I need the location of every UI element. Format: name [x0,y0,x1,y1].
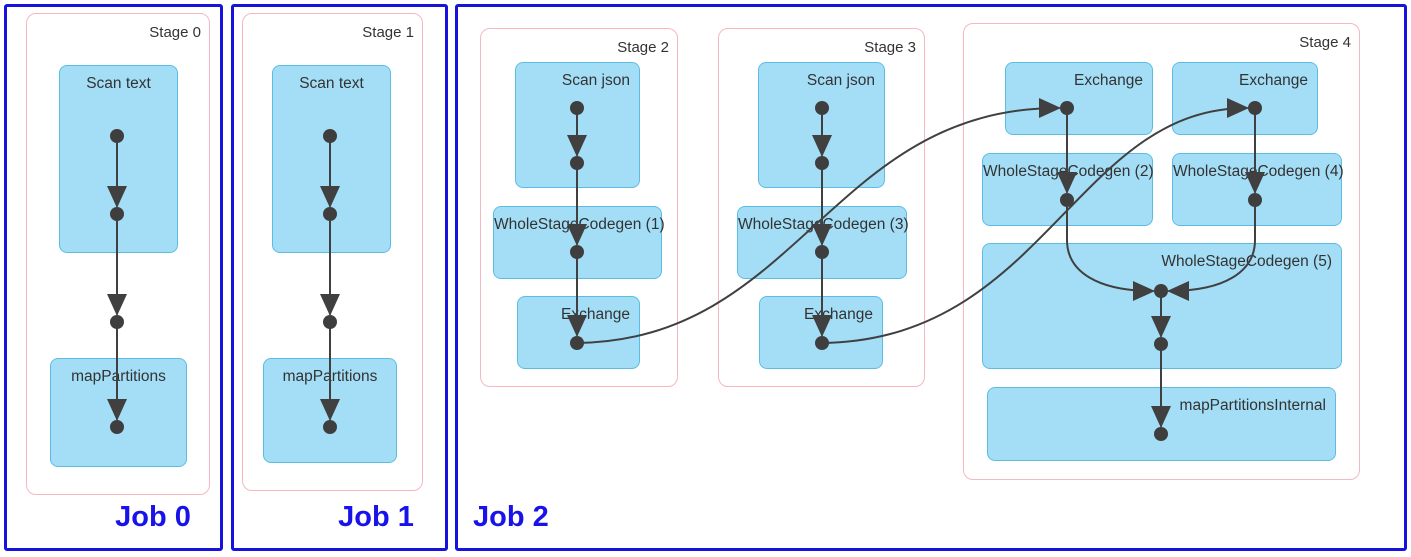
stage-4-node-exchange: Exchange [1172,62,1318,135]
stage-2-node-wholestagecodegen-1: WholeStageCodegen (1) [493,206,665,279]
stage-1-node-scan-text: Scan text [272,65,391,253]
stage-2-node-exchange: Exchange [517,296,640,369]
job-2-label: Job 2 [473,501,549,533]
stage-3-label: Stage 3 [864,39,916,56]
stage-0-label: Stage 0 [149,24,201,41]
stage-3-node-exchange: Exchange [759,296,883,369]
stage-2-label: Stage 2 [617,39,669,56]
stage-3-node-scan-json: Scan json [758,62,885,188]
stage-4-node-wholestagecodegen-2: WholeStageCodegen (2) [982,153,1154,226]
stage-0-node-scan-text: Scan text [59,65,178,253]
stage-1-node-mappartitions: mapPartitions [263,358,397,463]
stage-1-label: Stage 1 [362,24,414,41]
stage-2-node-scan-json: Scan json [515,62,640,188]
stage-0-node-mappartitions: mapPartitions [50,358,187,467]
stage-4-node-exchange: Exchange [1005,62,1153,135]
stage-4-node-wholestagecodegen-5: WholeStageCodegen (5) [982,243,1342,369]
stage-4-node-mappartitionsinternal: mapPartitionsInternal [987,387,1336,461]
stage-3-node-wholestagecodegen-3: WholeStageCodegen (3) [737,206,909,279]
job-0-label: Job 0 [115,501,191,533]
job-1-label: Job 1 [338,501,414,533]
stage-4-node-wholestagecodegen-4: WholeStageCodegen (4) [1172,153,1344,226]
stage-4-label: Stage 4 [1299,34,1351,51]
